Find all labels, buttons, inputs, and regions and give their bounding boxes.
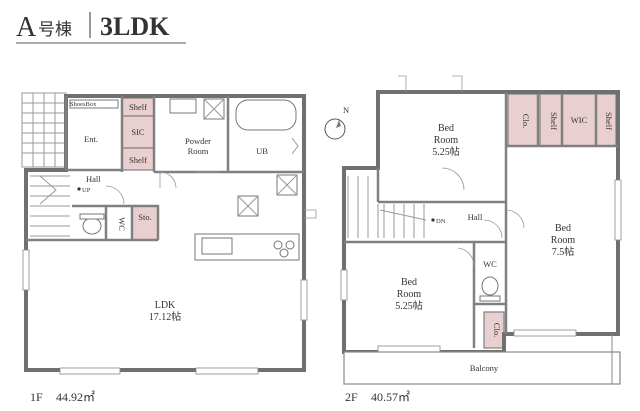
label-ub: UB xyxy=(256,146,268,156)
area-value-2f: 40.57㎡ xyxy=(371,390,410,404)
bathtub xyxy=(235,99,297,131)
label-powder-2: Room xyxy=(188,146,209,156)
label-dn: DN xyxy=(436,218,446,225)
shoesbox-fixture xyxy=(69,99,119,109)
label-bed-bottom-size: 5.25帖 xyxy=(395,299,423,312)
building-letter: A xyxy=(16,12,37,43)
header: A 号棟 3LDK xyxy=(16,12,186,44)
label-shelf-left: Shelf xyxy=(549,112,559,130)
toilet-2f xyxy=(481,276,499,296)
up-marker xyxy=(77,187,81,191)
area-label-2f: 2F xyxy=(345,390,358,404)
label-bed-right-1: Bed xyxy=(555,223,571,234)
label-shelf-right: Shelf xyxy=(604,112,614,130)
powder-sink xyxy=(169,98,197,114)
label-powder-1: Powder xyxy=(185,136,211,146)
stairs-2f xyxy=(383,204,425,238)
label-bed-top-size: 5.25帖 xyxy=(432,145,460,158)
label-bed-bottom-2: Room xyxy=(397,289,422,300)
label-ldk: LDK xyxy=(155,300,176,311)
label-up: UP xyxy=(82,187,91,194)
label-clo-top: Clo. xyxy=(521,114,531,128)
label-wic: WIC xyxy=(571,115,588,125)
clo-bottom-area xyxy=(483,311,505,349)
area-label-1f: 1F xyxy=(30,390,43,404)
label-bed-bottom-1: Bed xyxy=(401,277,417,288)
compass-label: N xyxy=(343,105,349,115)
floor-2: Bed Room 5.25帖 Clo. Shelf WIC Shelf Hall… xyxy=(340,75,622,404)
floor-1: ShoesBox Ent. Shelf SIC Shelf Powder Roo… xyxy=(21,92,317,404)
label-bed-right-size: 7.5帖 xyxy=(552,245,575,258)
label-sic: SIC xyxy=(131,127,145,137)
label-shelf-bottom: Shelf xyxy=(129,155,147,165)
compass-icon xyxy=(324,118,346,140)
label-hall-1f: Hall xyxy=(86,174,101,184)
label-bed-top-2: Room xyxy=(434,135,459,146)
label-balcony: Balcony xyxy=(470,363,499,373)
layout-type: 3LDK xyxy=(100,12,170,41)
building-suffix: 号棟 xyxy=(38,20,72,39)
label-wc-1f: WC xyxy=(117,217,127,231)
compass: N xyxy=(324,105,349,140)
area-value-1f: 44.92㎡ xyxy=(56,390,95,404)
balcony xyxy=(343,351,621,385)
window-ldk-left xyxy=(59,367,121,375)
window-ldk-right xyxy=(195,367,259,375)
kitchen-sink xyxy=(201,237,233,255)
label-ldk-size: 17.12帖 xyxy=(149,310,182,323)
label-shoesbox: ShoesBox xyxy=(70,101,97,108)
label-clo-bottom: Clo. xyxy=(492,323,502,337)
label-hall-2f: Hall xyxy=(468,212,483,222)
dn-marker xyxy=(431,218,435,222)
label-bed-top-1: Bed xyxy=(438,123,454,134)
tile-grid xyxy=(22,93,66,167)
label-bed-right-2: Room xyxy=(551,235,576,246)
toilet-1f xyxy=(82,217,102,235)
outer-wall-1f xyxy=(24,94,306,372)
label-wc-2f: WC xyxy=(483,259,497,269)
stairs-1f xyxy=(30,175,70,237)
label-ent: Ent. xyxy=(84,134,98,144)
label-shelf-top: Shelf xyxy=(129,102,147,112)
label-sto: Sto. xyxy=(138,212,151,222)
